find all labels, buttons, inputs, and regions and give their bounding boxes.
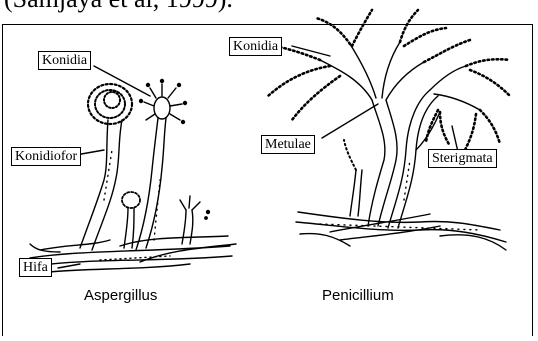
aspergillus-konidia-label: Konidia <box>38 51 91 70</box>
penicillium-konidia-label: Konidia <box>229 37 282 56</box>
aspergillus-drawing <box>30 80 236 273</box>
leader-line-metulae <box>322 104 378 138</box>
leader-line-hifa <box>58 264 80 268</box>
metulae-label: Metulae <box>261 135 315 154</box>
sterigmata-label: Sterigmata <box>428 149 497 168</box>
penicillium-drawing <box>262 10 510 250</box>
penicillium-name: Penicillium <box>322 287 394 304</box>
aspergillus-name: Aspergillus <box>84 287 157 304</box>
hifa-label: Hifa <box>19 258 52 277</box>
konidiofor-label: Konidiofor <box>11 147 81 166</box>
